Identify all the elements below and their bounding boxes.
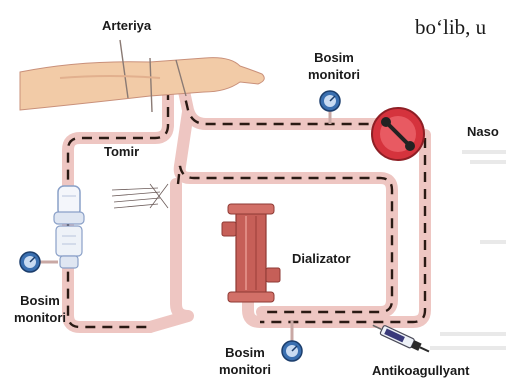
book-text: bo‘lib, u bbox=[415, 15, 487, 39]
pressure-gauge-icon bbox=[20, 252, 40, 272]
artery-label: Arteriya bbox=[102, 18, 152, 33]
pump-label: Naso bbox=[467, 124, 499, 139]
arm-illustration bbox=[20, 40, 264, 112]
background-blur-text bbox=[430, 150, 506, 350]
pressure-monitor-top-label-line2: monitori bbox=[308, 67, 360, 82]
pump-icon bbox=[372, 108, 424, 160]
dialyzer-cartridge bbox=[222, 204, 280, 302]
filter-icon bbox=[54, 186, 84, 268]
pressure-gauge-icon bbox=[320, 91, 340, 111]
pressure-monitor-bottom-label-line2: monitori bbox=[219, 362, 271, 377]
pressure-monitor-left-label-line1: Bosim bbox=[20, 293, 60, 308]
pressure-monitor-left-label-line2: monitori bbox=[14, 310, 66, 325]
pressure-monitor-top-label-line1: Bosim bbox=[314, 50, 354, 65]
dialyzer-label: Dializator bbox=[292, 251, 351, 266]
clamp-annotation bbox=[112, 184, 168, 208]
pressure-gauge-icon bbox=[282, 341, 302, 361]
vessel-label: Tomir bbox=[104, 144, 139, 159]
anticoagulant-label: Antikoagullyant bbox=[372, 363, 470, 378]
pressure-monitor-bottom-label-line1: Bosim bbox=[225, 345, 265, 360]
